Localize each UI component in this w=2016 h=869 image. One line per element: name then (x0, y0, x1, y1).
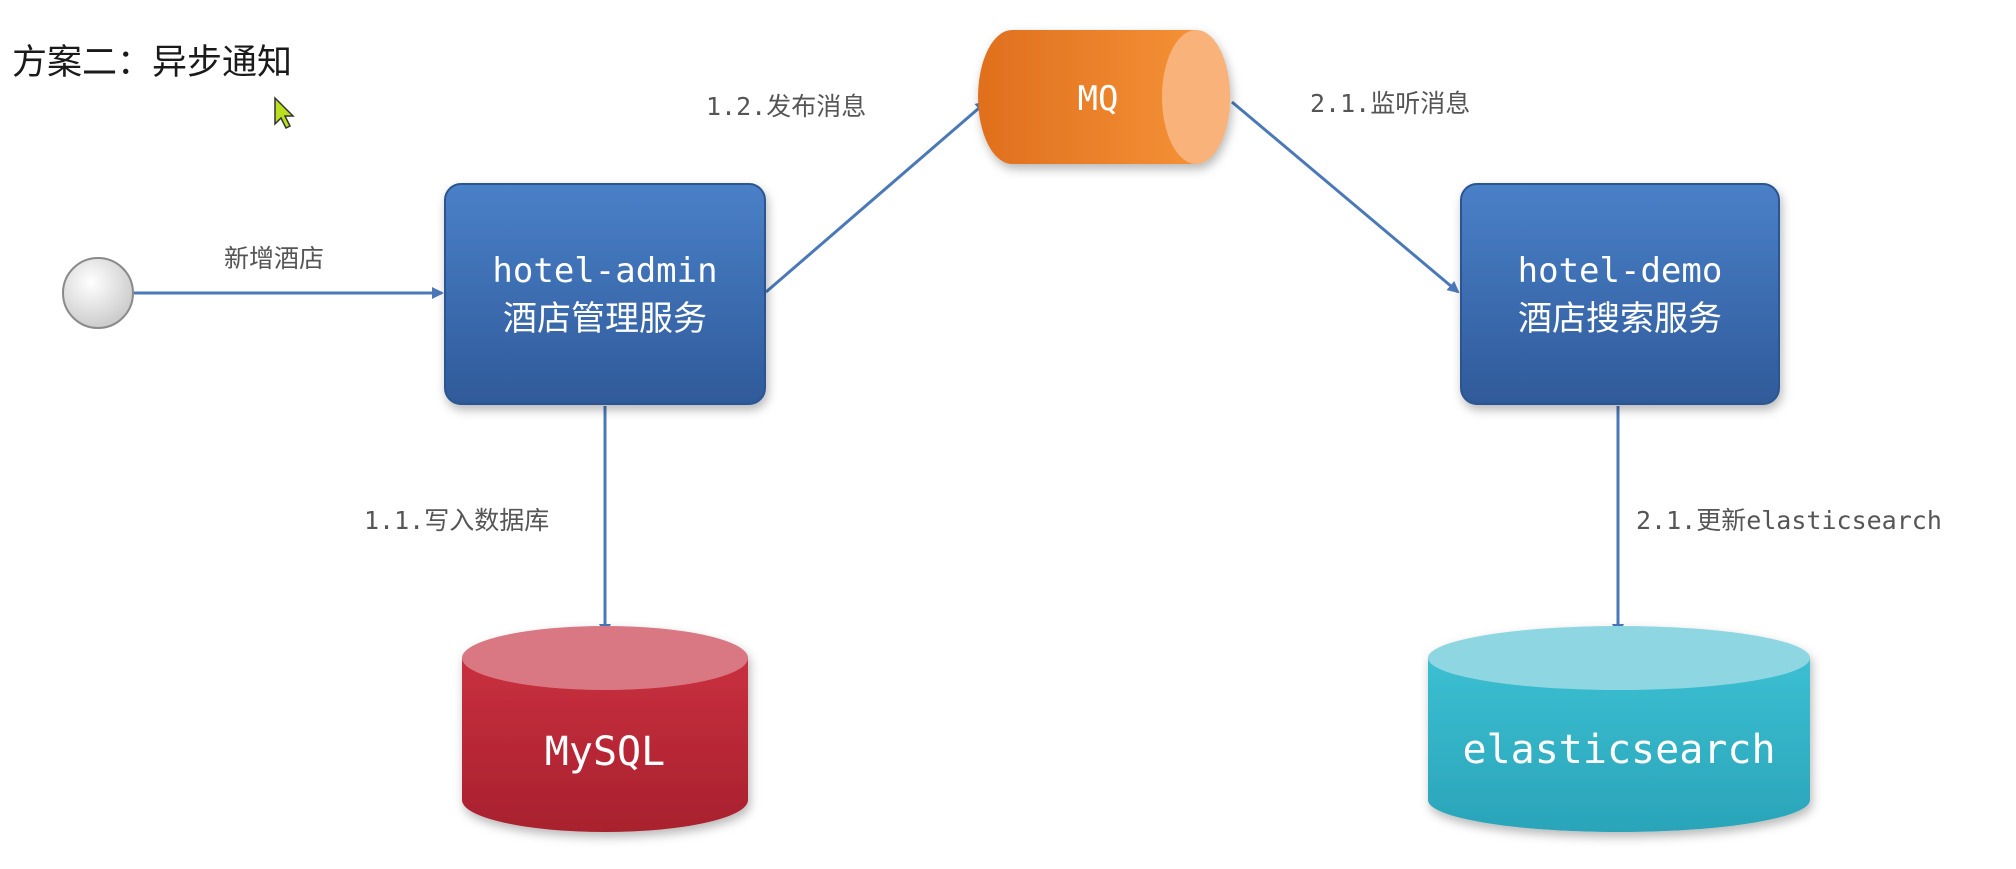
hotel-demo-name: hotel-demo (1518, 251, 1723, 291)
hotel-demo-desc: 酒店搜索服务 (1518, 299, 1722, 339)
hotel-admin-node (444, 183, 766, 405)
elasticsearch-label: elasticsearch (1462, 727, 1775, 773)
mq-label: MQ (1078, 79, 1119, 119)
elasticsearch-node (1428, 626, 1810, 832)
edge-label-write-db: 1.1.写入数据库 (364, 506, 549, 535)
edge-label-listen: 2.1.监听消息 (1310, 89, 1470, 118)
arrow-listen (1231, 100, 1460, 294)
edge-label-add-hotel: 新增酒店 (224, 244, 324, 273)
mouse-cursor-icon (274, 96, 295, 130)
hotel-demo-node (1460, 183, 1780, 405)
mysql-label: MySQL (545, 729, 665, 775)
hotel-admin-desc: 酒店管理服务 (503, 299, 707, 339)
edge-label-update-es: 2.1.更新elasticsearch (1636, 506, 1942, 535)
mysql-node (462, 626, 748, 832)
hotel-admin-name: hotel-admin (492, 251, 717, 291)
arrow-publish (765, 100, 988, 294)
page-title: 方案二：异步通知 (12, 43, 292, 83)
mq-node (978, 30, 1230, 164)
start-node (62, 257, 134, 329)
edge-label-publish: 1.2.发布消息 (706, 92, 866, 121)
